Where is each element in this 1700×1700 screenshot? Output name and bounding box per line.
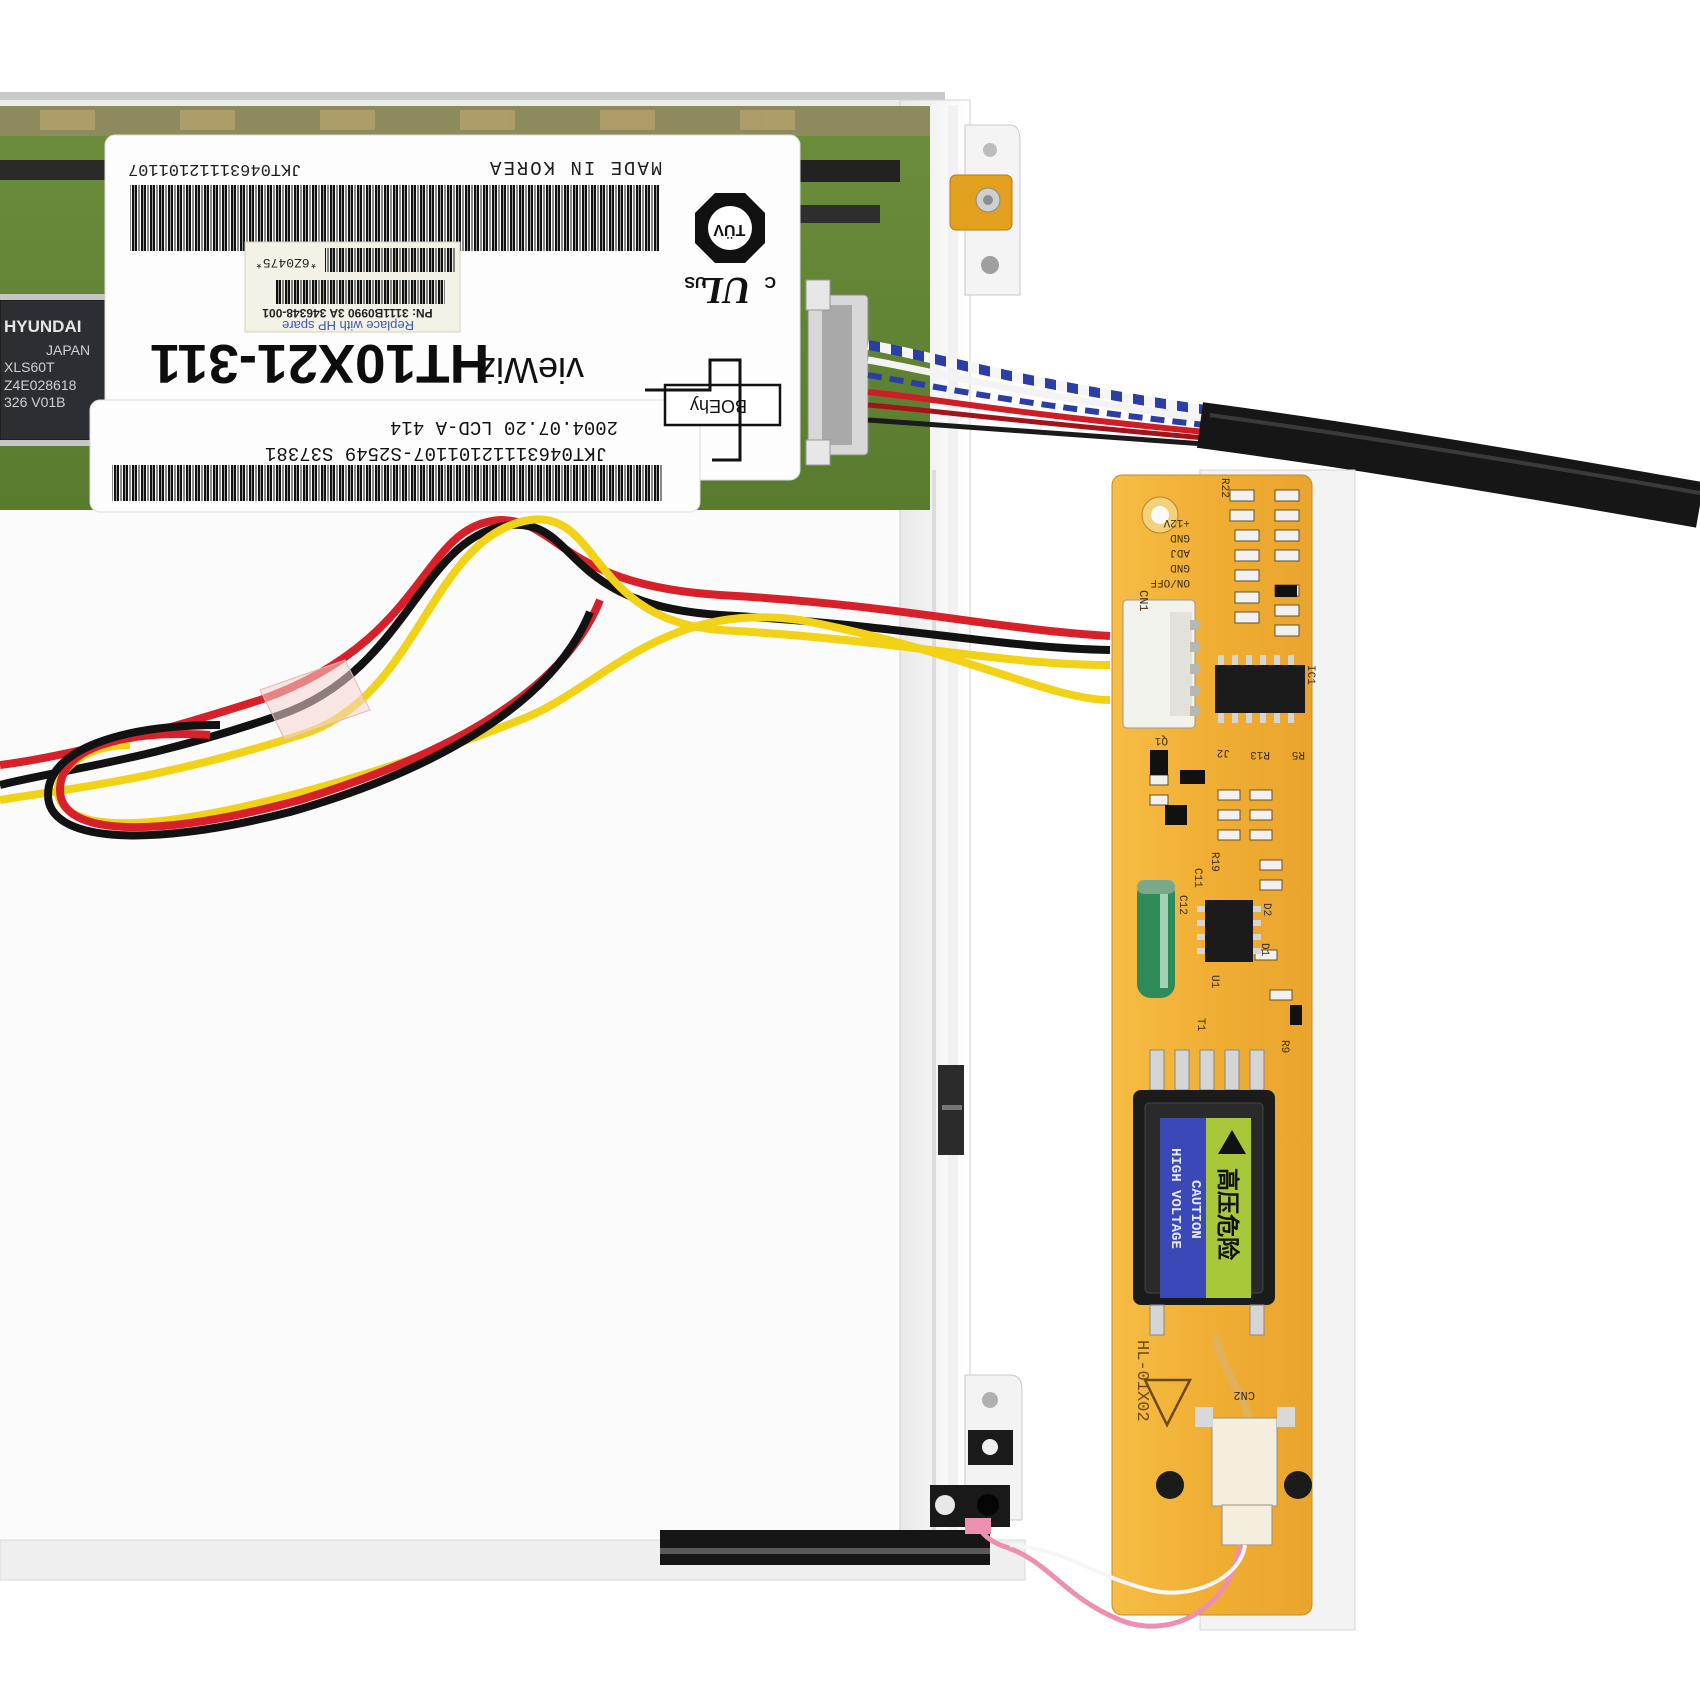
- lamp-wires: [965, 1518, 1247, 1629]
- transformer-t1: 高压危险 CAUTION HIGH VOLTAGE: [1133, 1049, 1275, 1336]
- cn2-label: CN2: [1233, 1388, 1255, 1402]
- ul-logo: UL C US: [684, 269, 776, 311]
- lvds-connector: [805, 279, 869, 466]
- brand-viewiz: vieWiz: [478, 350, 584, 391]
- inverter-model: HL-01X02: [1132, 1340, 1151, 1422]
- tuv-text: TÜV: [713, 221, 745, 240]
- chip-line1: XLS60T: [4, 359, 55, 375]
- label-serial-line: JKT04631112101107-S2549 S37381: [265, 442, 607, 464]
- warning-caution: CAUTION: [1187, 1180, 1203, 1239]
- lbl-r22: R22: [1218, 478, 1230, 498]
- boe-text: BOEhy: [690, 396, 747, 416]
- lbl-t1: T1: [1194, 1018, 1206, 1032]
- warning-high-voltage: HIGH VOLTAGE: [1167, 1148, 1183, 1249]
- sticker-code: *6Z0475*: [255, 255, 317, 270]
- chip-origin: JAPAN: [46, 342, 90, 358]
- pin-1: +12V: [1163, 516, 1190, 528]
- pin-3: ADJ: [1170, 546, 1190, 558]
- ul-us: US: [684, 273, 707, 290]
- lbl-c12: C12: [1176, 895, 1188, 915]
- lbl-d1: D1: [1258, 943, 1270, 957]
- boe-logo: BOEhy: [645, 358, 782, 462]
- label-date-line: 2004.07.20 LCD-A 414: [390, 416, 618, 438]
- lbl-j2: J2: [1217, 746, 1230, 758]
- cn2-connector: CN2: [1156, 1388, 1312, 1546]
- chip-line2: Z4E028618: [4, 377, 77, 393]
- lbl-r5: R5: [1292, 748, 1305, 760]
- mount-ear-top: [949, 124, 1021, 296]
- tape-wrap: [259, 659, 371, 741]
- cn1-label: CN1: [1136, 590, 1150, 612]
- lbl-q1: Q1: [1154, 734, 1168, 746]
- ul-c: C: [764, 273, 776, 290]
- power-wires: [0, 515, 1111, 840]
- spare-pn: PN: 3111B0990 3A 346348-001: [262, 306, 433, 320]
- chip-line3: 326 V01B: [4, 394, 66, 410]
- lbl-ic1: IC1: [1304, 665, 1316, 685]
- lbl-r13: R13: [1250, 748, 1270, 760]
- lbl-d2: D2: [1260, 903, 1272, 916]
- lbl-r9: R9: [1278, 1040, 1290, 1053]
- spare-replace: Replace with HP spare: [282, 318, 414, 333]
- warning-cn: 高压危险: [1214, 1168, 1241, 1261]
- tuv-logo: TÜV: [695, 193, 765, 263]
- lamp-wire-clip: [965, 1518, 991, 1534]
- warning-label-blue: [1160, 1118, 1206, 1298]
- u1-chip: [1197, 900, 1261, 962]
- lvds-cable: [867, 340, 1700, 528]
- mount-ear-bottom: [930, 1374, 1023, 1527]
- cable-sheath: [1196, 402, 1700, 528]
- inverter-board: +12V GND ADJ GND ON/OFF: [1111, 469, 1356, 1631]
- panel-bottom-strip: [660, 1530, 990, 1565]
- electrolytic-capacitor: [1137, 880, 1175, 998]
- part-labels: R22 IC1 Q1 J2 R13 R5 C11 C12 R19 D2 U1 D…: [1154, 478, 1316, 1053]
- barcode-bottom: [112, 465, 662, 501]
- cn1-connector: CN1: [1122, 590, 1200, 729]
- lbl-r19: R19: [1208, 852, 1220, 872]
- hv-warning-symbol: [1142, 1378, 1193, 1428]
- pin-4: GND: [1170, 561, 1190, 573]
- spare-sticker: *6Z0475* PN: 3111B0990 3A 346348-001 Rep…: [244, 241, 461, 333]
- model-number: HT10X21-311: [150, 333, 489, 395]
- label-top-serial: JKT04631112101107: [128, 159, 301, 178]
- lbl-u1: U1: [1208, 975, 1220, 989]
- lbl-c11: C11: [1191, 868, 1203, 888]
- ul-text: UL: [700, 269, 751, 311]
- pin-5: ON/OFF: [1150, 576, 1190, 588]
- barcode-top: [130, 185, 660, 251]
- made-in-korea: MADE IN KOREA: [488, 156, 662, 178]
- pin-labels: +12V GND ADJ GND ON/OFF: [1150, 516, 1190, 588]
- pin-2: GND: [1170, 531, 1190, 543]
- chip-brand: HYUNDAI: [4, 317, 81, 336]
- ic1-chip: [1215, 655, 1305, 723]
- hyundai-chip: HYUNDAI JAPAN XLS60T Z4E028618 326 V01B: [0, 294, 111, 446]
